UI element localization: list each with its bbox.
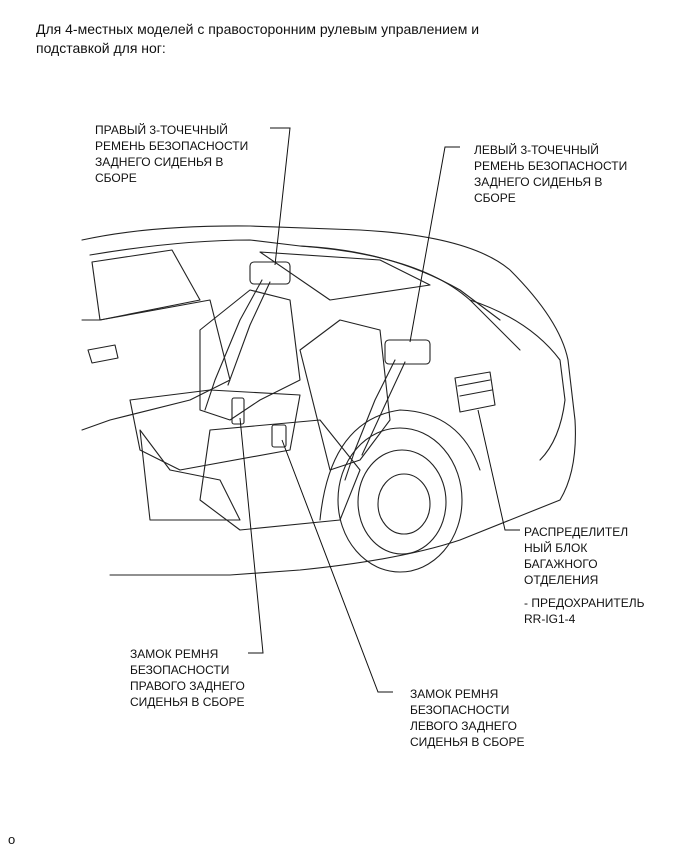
intro-text: Для 4-местных моделей с правосторонним р… xyxy=(36,20,636,58)
callout-line: РАСПРЕДЕЛИТЕЛ xyxy=(524,525,629,539)
leader-right-belt xyxy=(270,127,291,266)
callout-line: ЗАДНЕГО СИДЕНЬЯ В xyxy=(95,155,224,169)
callout-line: БЕЗОПАСНОСТИ xyxy=(410,703,510,717)
leader-junction-block xyxy=(477,409,520,531)
intro-line-2: подставкой для ног: xyxy=(36,40,166,56)
callout-line: РЕМЕНЬ БЕЗОПАСНОСТИ xyxy=(474,159,628,173)
callout-line: - ПРЕДОХРАНИТЕЛЬ xyxy=(524,596,645,610)
trunk-outline xyxy=(469,299,566,461)
junction-block xyxy=(454,371,496,413)
callout-right-buckle: ЗАМОК РЕМНЯ БЕЗОПАСНОСТИ ПРАВОГО ЗАДНЕГО… xyxy=(130,646,245,710)
callout-line: НЫЙ БЛОК xyxy=(524,541,588,555)
callout-line: ЛЕВЫЙ 3-ТОЧЕЧНЫЙ xyxy=(474,143,599,157)
callout-line: СИДЕНЬЯ В СБОРЕ xyxy=(410,735,525,749)
footer-mark: o xyxy=(8,832,16,847)
left-rear-seat xyxy=(299,319,391,471)
callout-line: СБОРЕ xyxy=(95,171,137,185)
rear-wheel-outer xyxy=(337,427,463,573)
left-buckle xyxy=(271,424,287,448)
leader-left-buckle xyxy=(281,439,393,693)
callout-line: БЕЗОПАСНОСТИ xyxy=(130,663,230,677)
leader-right-buckle xyxy=(239,417,264,654)
callout-line: СБОРЕ xyxy=(474,191,516,205)
left-belt-strap xyxy=(344,359,396,481)
rear-door-outline xyxy=(81,299,231,431)
right-belt-strap xyxy=(204,279,263,411)
rear-wheel-inner xyxy=(357,449,447,555)
right-footrest xyxy=(139,429,241,521)
callout-right-belt: ПРАВЫЙ 3-ТОЧЕЧНЫЙ РЕМЕНЬ БЕЗОПАСНОСТИ ЗА… xyxy=(95,122,248,186)
car-window-frame xyxy=(89,239,521,351)
callout-line: ЗАМОК РЕМНЯ xyxy=(410,687,499,701)
callout-junction-block: РАСПРЕДЕЛИТЕЛ НЫЙ БЛОК БАГАЖНОГО ОТДЕЛЕН… xyxy=(524,524,628,588)
left-belt-retractor xyxy=(384,339,431,365)
callout-line: RR-IG1-4 xyxy=(524,612,576,626)
left-seat-cushion xyxy=(199,419,361,531)
rear-window xyxy=(299,245,501,321)
wheel-arch xyxy=(319,409,481,521)
parcel-shelf xyxy=(259,251,431,301)
right-belt-retractor xyxy=(249,261,291,285)
callout-line: ЛЕВОГО ЗАДНЕГО xyxy=(410,719,517,733)
intro-line-1: Для 4-местных моделей с правосторонним р… xyxy=(36,21,480,37)
callout-left-belt: ЛЕВЫЙ 3-ТОЧЕЧНЫЙ РЕМЕНЬ БЕЗОПАСНОСТИ ЗАД… xyxy=(474,142,627,206)
callout-line: ПРАВЫЙ 3-ТОЧЕЧНЫЙ xyxy=(95,123,228,137)
right-rear-seat xyxy=(199,289,301,421)
right-seat-cushion xyxy=(129,389,301,471)
rear-door-window xyxy=(91,249,201,321)
callout-line: ЗАДНЕГО СИДЕНЬЯ В xyxy=(474,175,603,189)
callout-fuse: - ПРЕДОХРАНИТЕЛЬ RR-IG1-4 xyxy=(524,595,644,627)
leader-left-belt xyxy=(409,146,460,343)
right-buckle xyxy=(231,397,245,425)
callout-left-buckle: ЗАМОК РЕМНЯ БЕЗОПАСНОСТИ ЛЕВОГО ЗАДНЕГО … xyxy=(410,686,525,750)
callout-line: БАГАЖНОГО xyxy=(524,557,598,571)
callout-line: СИДЕНЬЯ В СБОРЕ xyxy=(130,695,245,709)
door-handle xyxy=(87,344,119,364)
callout-line: РЕМЕНЬ БЕЗОПАСНОСТИ xyxy=(95,139,249,153)
callout-line: ОТДЕЛЕНИЯ xyxy=(524,573,599,587)
callout-line: ЗАМОК РЕМНЯ xyxy=(130,647,219,661)
car-roof-outline xyxy=(81,225,576,576)
callout-line: ПРАВОГО ЗАДНЕГО xyxy=(130,679,245,693)
